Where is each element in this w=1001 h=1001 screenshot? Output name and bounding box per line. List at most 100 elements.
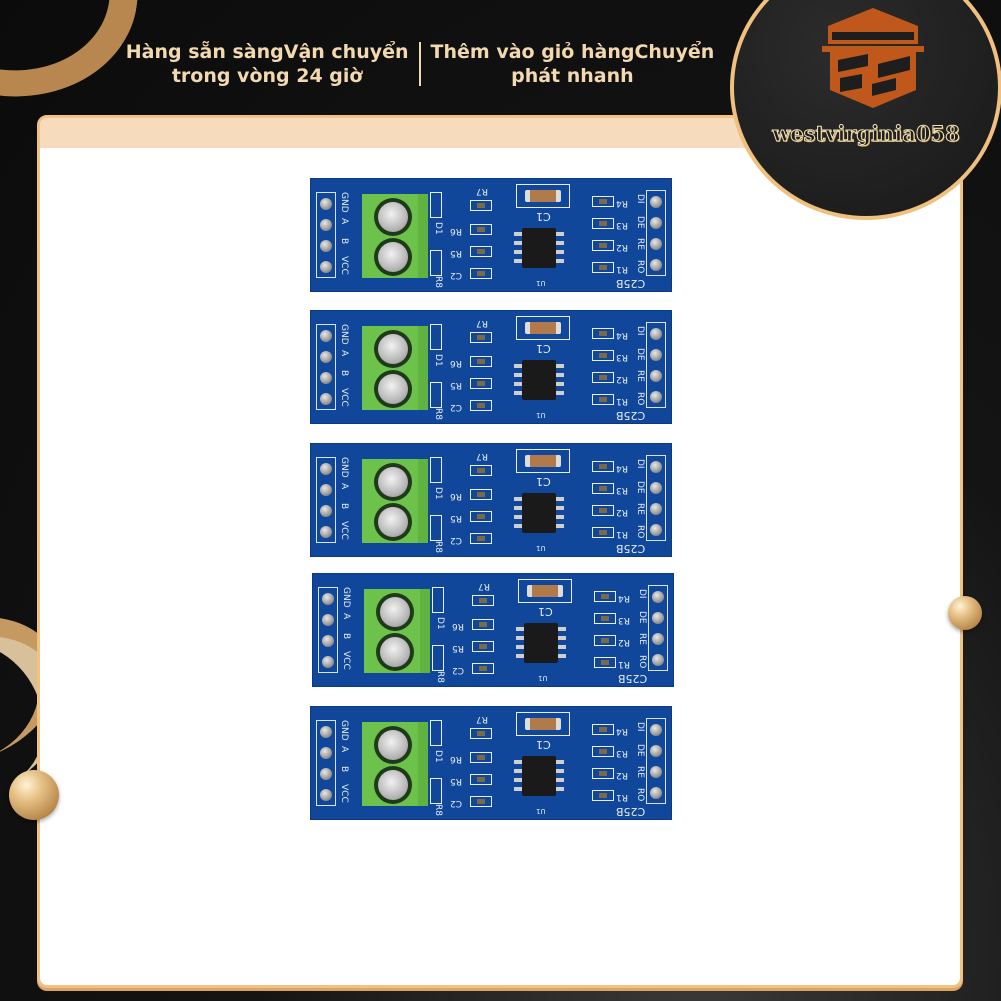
label-r7: R7 — [478, 581, 490, 591]
resistor-r1 — [592, 790, 614, 801]
label-r6: R6 — [450, 226, 462, 236]
header-pin — [650, 523, 662, 536]
capacitor-c2 — [470, 400, 492, 411]
header-pin — [320, 218, 332, 231]
label-r2: R2 — [616, 507, 628, 517]
label-r8: R8 — [433, 804, 443, 816]
chip-leg — [556, 232, 564, 236]
resistor-r1 — [592, 527, 614, 538]
chip-leg — [514, 382, 522, 386]
terminal-screw — [374, 503, 412, 541]
chip-leg — [556, 250, 564, 254]
resistor-r3 — [592, 746, 614, 757]
chip-leg — [558, 627, 566, 631]
label-r8: R8 — [433, 408, 443, 420]
chip-leg — [514, 769, 522, 773]
resistor-r3 — [592, 350, 614, 361]
label-u1: U1 — [536, 411, 546, 419]
header-pin — [650, 216, 662, 229]
terminal-screw — [374, 726, 412, 764]
chip-leg — [514, 391, 522, 395]
label-r3: R3 — [618, 615, 630, 625]
chip-leg — [556, 515, 564, 519]
right-pin-header — [646, 190, 666, 276]
label-r4: R4 — [616, 198, 628, 208]
resistor-r1 — [592, 262, 614, 273]
screw-terminal — [362, 459, 428, 543]
chip-leg — [558, 645, 566, 649]
label-r6: R6 — [450, 754, 462, 764]
chip-leg — [514, 250, 522, 254]
pin-label-a: A — [341, 613, 351, 620]
header-pin — [650, 481, 662, 494]
label-r6: R6 — [452, 621, 464, 631]
header-pin — [650, 723, 662, 736]
resistor-r5 — [470, 774, 492, 785]
left-pin-header — [316, 720, 336, 806]
resistor-r8 — [430, 515, 442, 541]
right-pin-header — [646, 455, 666, 541]
label-r7: R7 — [476, 318, 488, 328]
resistor-r7 — [472, 595, 494, 606]
resistor-r6 — [470, 356, 492, 367]
right-pin-header — [648, 585, 668, 671]
header-pin — [320, 483, 332, 496]
chip-leg — [556, 382, 564, 386]
board-model-label: C25B — [616, 542, 646, 555]
resistor-r8 — [430, 778, 442, 804]
chip-leg — [558, 654, 566, 658]
pin-label-gnd: GND — [339, 192, 349, 213]
diode-d1 — [430, 457, 442, 483]
label-r3: R3 — [616, 485, 628, 495]
pin-label-re: RE — [637, 633, 647, 645]
pin-label-ro: RO — [635, 260, 645, 274]
rs485-module-board: GND A B VCC D1 R8 R7 R6 R5 C2 C1 U1 R — [310, 706, 672, 820]
header-pin — [320, 239, 332, 252]
chip-leg — [556, 364, 564, 368]
chip-leg — [556, 760, 564, 764]
screw-terminal — [362, 194, 428, 278]
label-c2: C2 — [452, 665, 465, 675]
terminal-screw — [374, 766, 412, 804]
header-pin — [320, 525, 332, 538]
label-c1: C1 — [536, 475, 551, 488]
label-r7: R7 — [476, 451, 488, 461]
label-r1: R1 — [616, 792, 628, 802]
header-pin — [652, 611, 664, 624]
rs485-module-board: GND A B VCC D1 R8 R7 R6 R5 C2 C1 U1 R — [310, 443, 672, 557]
resistor-r4 — [592, 196, 614, 207]
resistor-r5 — [470, 511, 492, 522]
label-r2: R2 — [616, 242, 628, 252]
pin-label-de: DE — [635, 744, 645, 757]
pin-label-b: B — [339, 766, 349, 773]
chip-leg — [514, 787, 522, 791]
gold-pearl-decoration — [948, 596, 982, 630]
header-pin — [650, 195, 662, 208]
header-pin — [320, 788, 332, 801]
header-pin — [320, 260, 332, 273]
pin-label-gnd: GND — [339, 720, 349, 741]
house-box-icon — [822, 8, 924, 108]
label-r8: R8 — [433, 541, 443, 553]
max485-chip — [522, 360, 556, 400]
label-r7: R7 — [476, 714, 488, 724]
left-pin-header — [316, 324, 336, 410]
label-r1: R1 — [616, 396, 628, 406]
header-pin — [320, 197, 332, 210]
chip-leg — [516, 654, 524, 658]
header-pin — [320, 767, 332, 780]
header-pin — [322, 592, 334, 605]
header-pin — [320, 504, 332, 517]
terminal-screw — [376, 633, 414, 671]
capacitor-c1 — [516, 449, 570, 473]
label-r1: R1 — [616, 264, 628, 274]
diode-d1 — [430, 192, 442, 218]
label-d1: D1 — [433, 222, 443, 235]
label-u1: U1 — [536, 807, 546, 815]
header-pin — [650, 237, 662, 250]
promo-add-to-cart: Thêm vào giỏ hàngChuyển phát nhanh — [430, 41, 715, 87]
label-c1: C1 — [536, 342, 551, 355]
pin-label-b: B — [339, 238, 349, 245]
chip-leg — [514, 760, 522, 764]
right-pin-header — [646, 718, 666, 804]
